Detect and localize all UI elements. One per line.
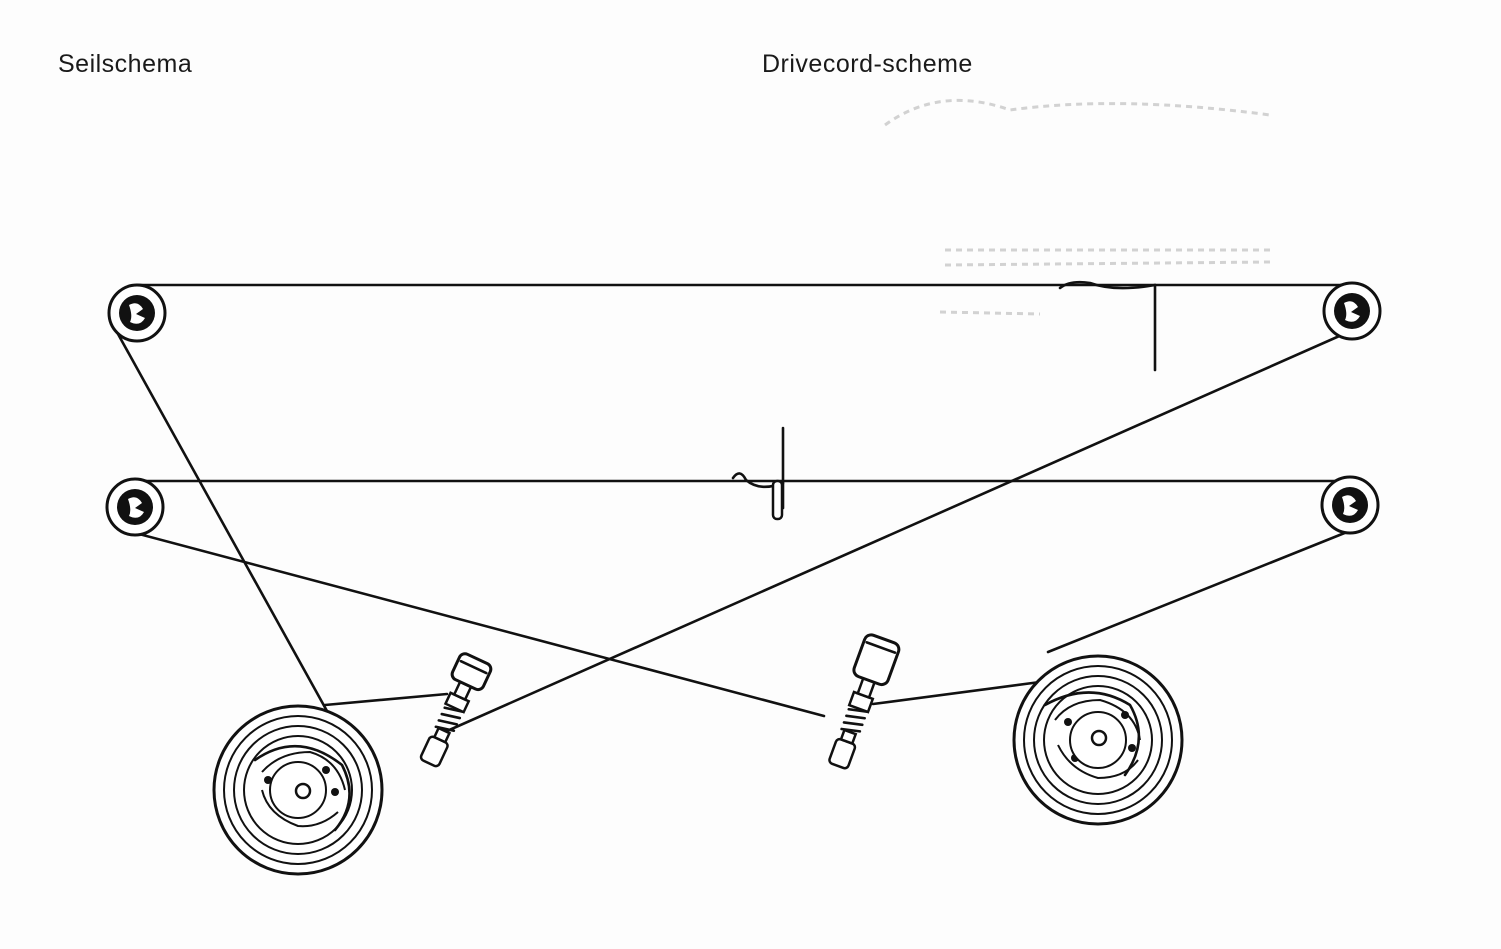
tuning-shaft-right [828, 633, 901, 770]
drive-drum-right [1012, 654, 1184, 826]
scan-show-through [884, 98, 1271, 316]
pulley-middle-left [105, 477, 165, 537]
pulley-middle-right [1320, 475, 1380, 535]
heading-drivecord-scheme: Drivecord-scheme [762, 50, 973, 78]
lower-cord [122, 479, 1374, 718]
upper-dial-pointer [1058, 280, 1157, 372]
drive-drum-left [212, 704, 384, 876]
tuning-shaft-left [419, 652, 493, 768]
pulley-top-right [1322, 281, 1382, 341]
heading-seilschema: Seilschema [58, 50, 193, 78]
pulley-top-left [107, 283, 167, 343]
lower-dial-pointer [731, 426, 785, 521]
